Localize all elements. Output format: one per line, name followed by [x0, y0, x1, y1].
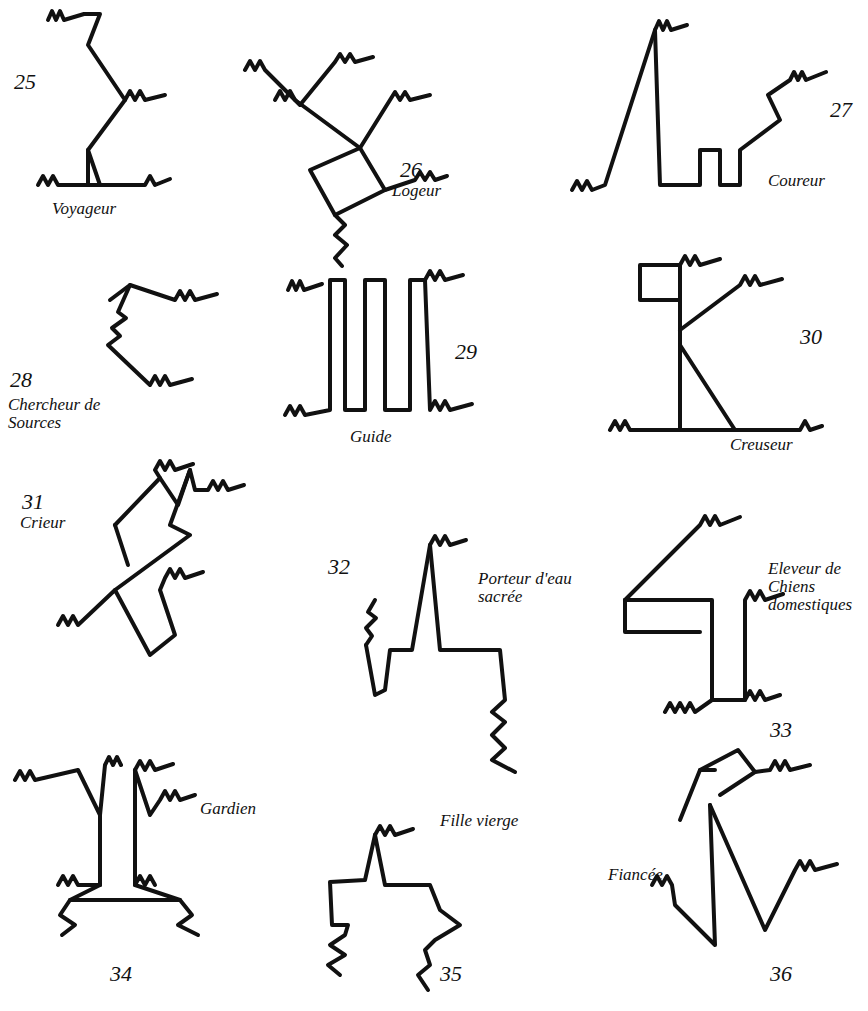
- figure-number: 36: [770, 962, 792, 985]
- figure-caption: Fiancée: [608, 866, 663, 884]
- glyph-36: [652, 750, 837, 945]
- figure-caption: Fille vierge: [440, 812, 518, 830]
- figure-number: 28: [10, 368, 32, 391]
- glyph-31: [58, 461, 244, 655]
- figure-number: 35: [440, 962, 462, 985]
- glyph-28: [108, 285, 217, 385]
- figure-caption: Eleveur de Chiens domestiques: [768, 560, 864, 614]
- figure-number: 27: [830, 98, 852, 121]
- figure-number: 32: [328, 555, 350, 578]
- glyph-25: [38, 11, 170, 185]
- figure-caption: Coureur: [768, 172, 825, 190]
- figure-number: 25: [14, 70, 36, 93]
- figure-number: 30: [800, 325, 822, 348]
- figure-caption: Voyageur: [52, 200, 116, 218]
- figure-caption: Logeur: [392, 182, 441, 200]
- glyph-27: [572, 21, 826, 190]
- figure-caption: Creuseur: [730, 436, 793, 454]
- figure-caption: Porteur d'eau sacrée: [478, 570, 588, 606]
- glyph-33: [625, 516, 783, 712]
- figure-caption: Crieur: [20, 514, 65, 532]
- figure-caption: Guide: [350, 428, 392, 446]
- figure-caption: Chercheur de Sources: [8, 396, 108, 432]
- figure-number: 33: [770, 718, 792, 741]
- figure-number: 26: [400, 158, 422, 181]
- figure-number: 34: [110, 962, 132, 985]
- glyph-34: [15, 757, 198, 935]
- figure-caption: Gardien: [200, 800, 256, 818]
- figure-number: 31: [22, 490, 44, 513]
- glyph-29: [285, 271, 472, 415]
- glyph-26: [245, 54, 447, 266]
- figure-number: 29: [455, 340, 477, 363]
- glyph-30: [610, 256, 822, 430]
